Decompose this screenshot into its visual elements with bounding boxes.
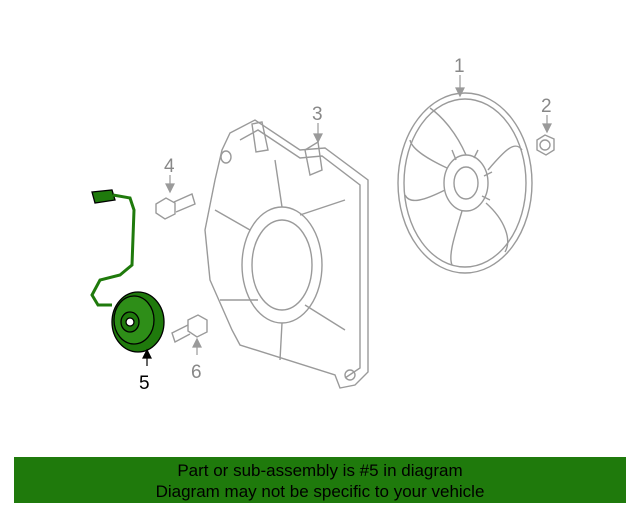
fan-motor-part[interactable]: [90, 189, 165, 353]
info-banner: Part or sub-assembly is #5 in diagram Di…: [14, 457, 626, 503]
bolt-part-4[interactable]: [155, 193, 196, 220]
nut-part[interactable]: [536, 134, 555, 156]
callout-4: 4: [164, 156, 175, 177]
callout-6: 6: [191, 362, 202, 383]
banner-line-1: Part or sub-assembly is #5 in diagram: [177, 461, 463, 480]
callout-1: 1: [454, 56, 465, 77]
parts-diagram: 1 2 3 4 5 6: [90, 56, 555, 394]
fan-shroud-part[interactable]: [204, 119, 369, 389]
callout-3: 3: [312, 104, 323, 125]
bolt-part-6[interactable]: [171, 314, 208, 344]
banner-line-2: Diagram may not be specific to your vehi…: [155, 482, 485, 501]
fan-blade-part[interactable]: [397, 92, 533, 274]
callout-5: 5: [139, 373, 150, 394]
callout-2: 2: [541, 96, 552, 117]
leader-line-5: [142, 348, 152, 366]
leader-lines: [165, 75, 552, 355]
